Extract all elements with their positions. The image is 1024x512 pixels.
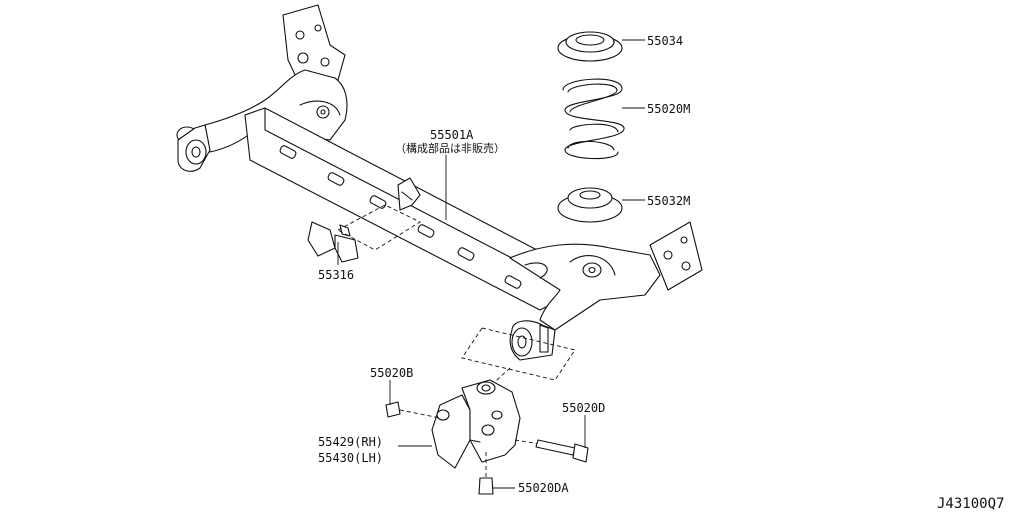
label-55316: 55316 (318, 268, 354, 282)
label-55429: 55429(RH) (318, 435, 383, 449)
lower-spring-seat (557, 187, 623, 223)
bolt-55020DA (478, 452, 494, 495)
label-55020M: 55020M (647, 102, 690, 116)
mounting-bracket (431, 379, 521, 469)
bracket-reference-outline (337, 204, 421, 251)
leader-lines (337, 39, 645, 489)
bolt-55020B (385, 401, 441, 419)
rear-axle-beam (176, 4, 703, 361)
bushing-reference-outline (461, 327, 576, 381)
label-55501A: 55501A (430, 128, 474, 142)
label-55430: 55430(LH) (318, 451, 383, 465)
diagram-code: J43100Q7 (937, 496, 1004, 512)
coil-spring (562, 78, 625, 160)
label-55020DA: 55020DA (518, 481, 569, 495)
label-55020B: 55020B (370, 366, 413, 380)
label-55020D: 55020D (562, 401, 605, 415)
label-55034: 55034 (647, 34, 683, 48)
label-55032M: 55032M (647, 194, 690, 208)
upper-spring-seat (557, 31, 623, 62)
small-bracket (307, 221, 359, 263)
bolt-55020D (514, 439, 589, 463)
label-55501A-note: （構成部品は非販売） (395, 141, 505, 155)
